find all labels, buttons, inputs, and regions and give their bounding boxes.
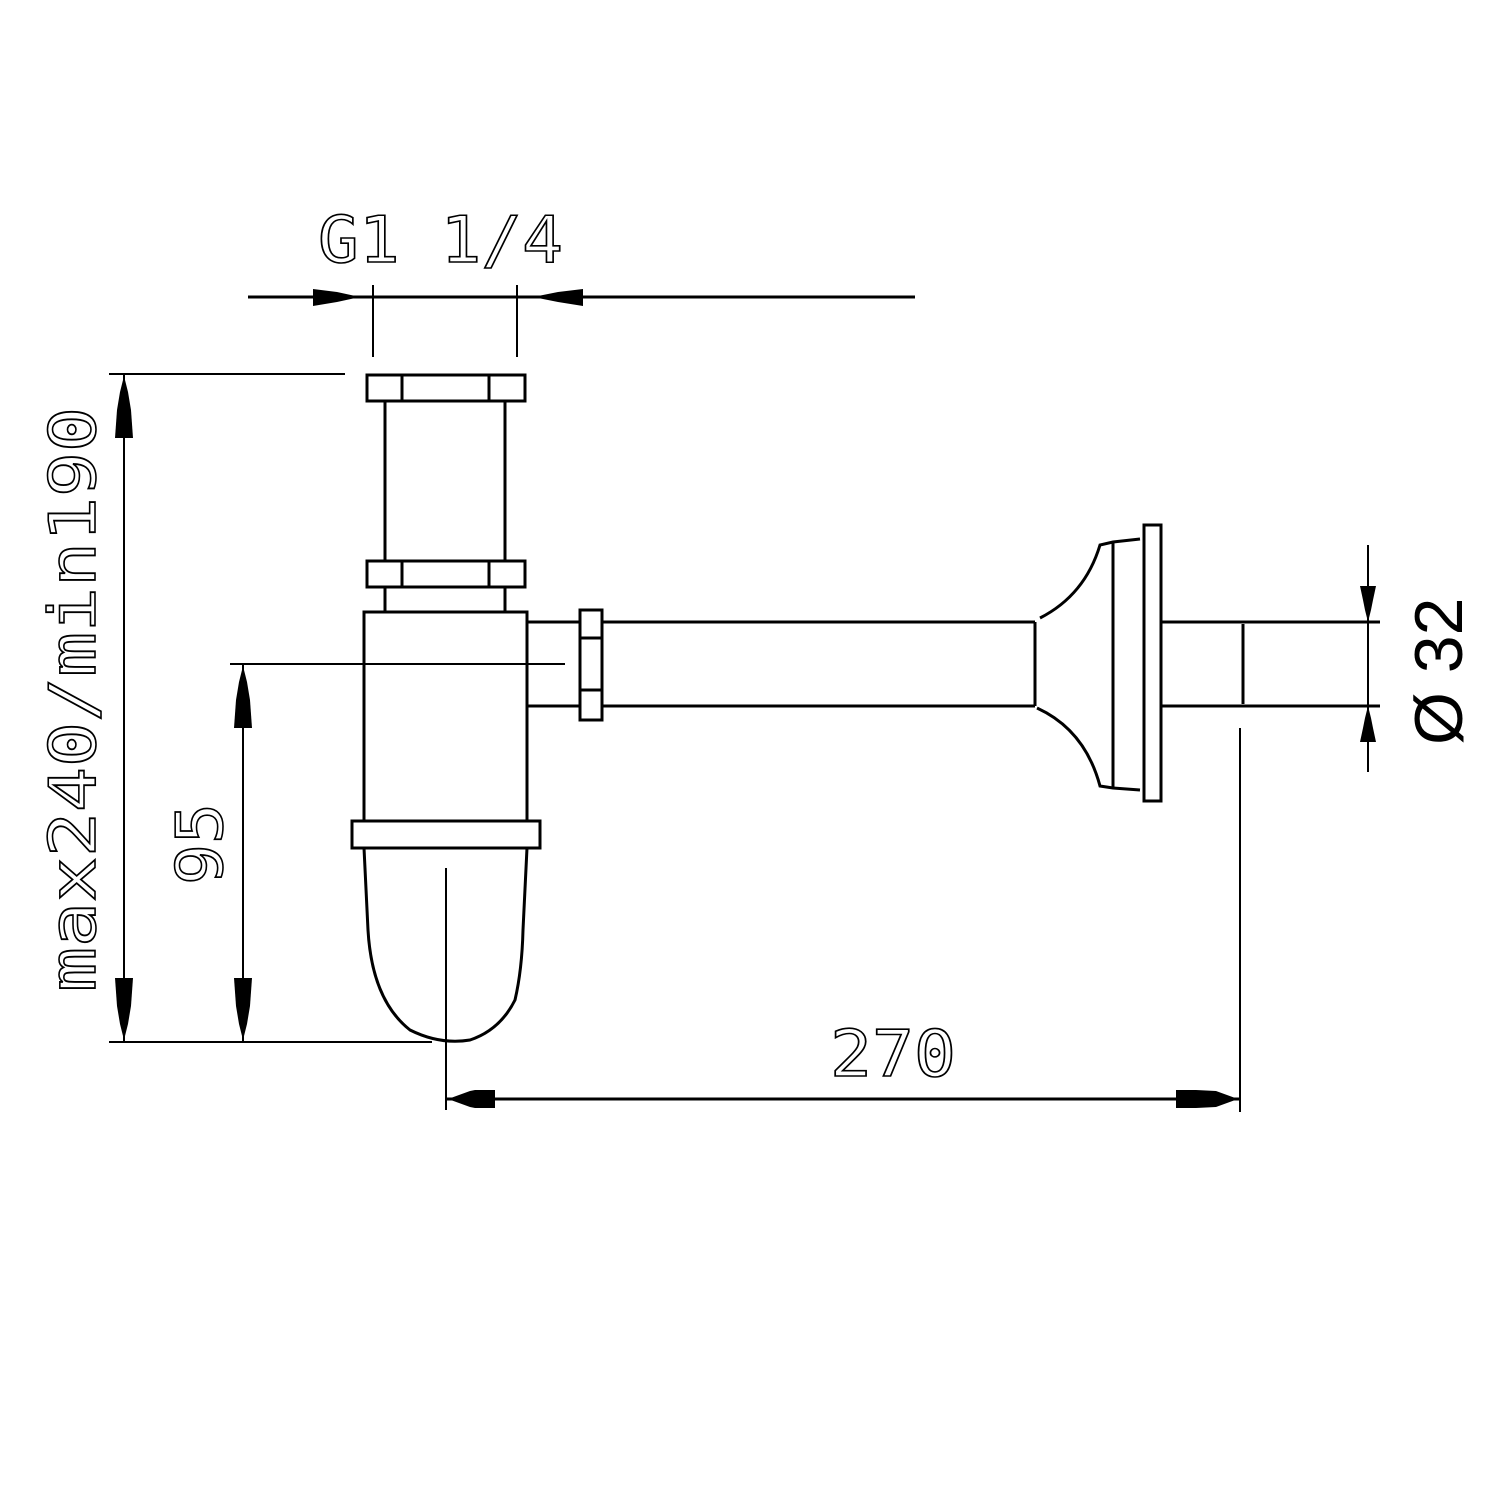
outlet-pipe [527, 523, 1380, 803]
projection-label: 270 [830, 1018, 956, 1092]
diameter-dimension: Ø 32 [1360, 545, 1477, 772]
bottom-ring [350, 819, 542, 850]
height-dimension: max240/min190 [36, 373, 432, 1043]
arrow-right-icon [313, 289, 360, 306]
rosette-flare [1039, 537, 1141, 620]
arrow-up-icon [115, 376, 133, 438]
arrow-left-icon [533, 289, 583, 306]
arrow-down-icon [234, 978, 252, 1040]
arrow-right-icon [1176, 1090, 1238, 1108]
outlet-height-label: 95 [164, 803, 238, 885]
thread-dimension: G1 1/4 [248, 203, 915, 357]
arrow-left-icon [448, 1090, 495, 1108]
arrow-down-icon [1360, 586, 1376, 622]
outlet-height-dimension: 95 [163, 663, 565, 1042]
thread-dimension-label: G1 1/4 [318, 204, 563, 278]
top-nut [365, 373, 527, 403]
trap-bowl [362, 847, 529, 1043]
arrow-down-icon [115, 978, 133, 1040]
arrow-up-icon [234, 666, 252, 728]
arrow-up-icon [1360, 706, 1376, 742]
pipe-nut [578, 608, 604, 722]
projection-dimension: 270 [446, 728, 1241, 1112]
trap-cylinder [362, 610, 529, 823]
diameter-label: Ø 32 [1401, 598, 1477, 745]
middle-nut [365, 559, 527, 589]
trap-body [350, 373, 542, 1110]
height-label: max240/min190 [37, 407, 111, 992]
wall-flange [1142, 523, 1163, 803]
